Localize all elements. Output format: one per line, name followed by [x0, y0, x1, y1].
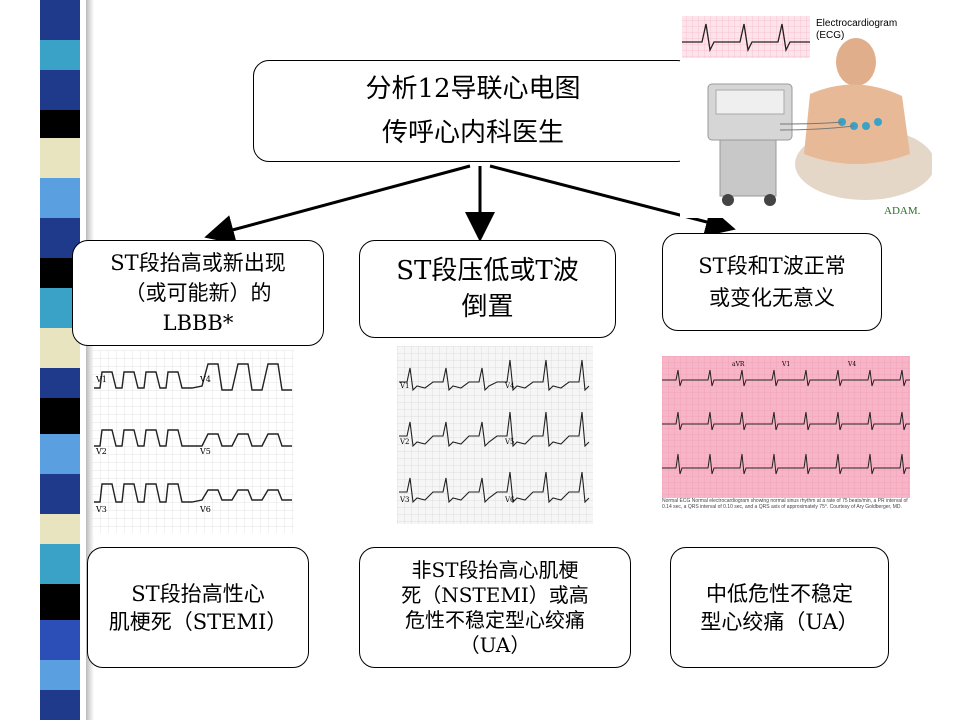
top-box: 分析12导联心电图 传呼心内科医生: [253, 60, 693, 162]
lead-label: V4: [504, 382, 515, 390]
outcome-box-ua: 中低危性不稳定 型心绞痛（UA）: [670, 547, 889, 668]
lead-label: aVR: [732, 361, 745, 368]
arrow-left: [204, 164, 471, 245]
lead-label: V1: [399, 382, 410, 390]
lead-label: V3: [399, 496, 410, 504]
lead-label: V4: [847, 361, 856, 368]
lead-label: V2: [95, 447, 107, 456]
ecg-photo-subtitle: (ECG): [816, 30, 844, 41]
outcome-line: 非ST段抬高心肌梗: [411, 557, 579, 582]
category-box-st-elevation: ST段抬高或新出现 （或可能新）的 LBBB*: [72, 240, 324, 346]
outcome-line: （UA）: [459, 632, 531, 657]
category-line: ST段抬高或新出现: [110, 251, 286, 275]
ecg-photo-title: Electrocardiogram: [816, 18, 897, 29]
outcome-line: ST段抬高性心: [131, 581, 265, 606]
top-box-line2: 传呼心内科医生: [381, 118, 564, 148]
category-box-st-depression: ST段压低或T波 倒置: [359, 240, 616, 338]
category-line: 倒置: [461, 292, 514, 322]
category-line: ST段压低或T波: [396, 256, 579, 286]
lead-label: V5: [199, 447, 211, 456]
outcome-line: 肌梗死（STEMI）: [108, 609, 288, 634]
outcome-box-nstemi: 非ST段抬高心肌梗 死（NSTEMI）或高 危性不稳定型心绞痛 （UA）: [359, 547, 631, 668]
lead-label: V5: [504, 438, 515, 446]
lead-label: V6: [504, 496, 515, 504]
ecg-strip-stemi: V1 V4 V2 V5 V3 V6: [92, 350, 294, 533]
category-line: 或变化无意义: [709, 286, 835, 310]
lead-label: V1: [781, 361, 790, 368]
ecg-strip-nstemi: V1 V4 V2 V5 V3 V6: [397, 346, 593, 524]
outcome-line: 中低危性不稳定: [706, 581, 853, 606]
ecg-strip-normal: aVR V1 V4 Normal ECG Normal electrocardi…: [662, 356, 910, 520]
outcome-line: 死（NSTEMI）或高: [401, 582, 589, 607]
lead-label: V4: [199, 375, 211, 384]
category-line: LBBB*: [162, 311, 234, 335]
lead-label: V6: [199, 505, 211, 514]
lead-label: V2: [399, 438, 410, 446]
lead-label: V3: [95, 505, 107, 514]
normal-ecg-caption: Normal ECG Normal electrocardiogram show…: [662, 498, 908, 510]
category-box-normal: ST段和T波正常 或变化无意义: [662, 233, 882, 331]
top-box-line1: 分析12导联心电图: [365, 74, 581, 104]
outcome-box-stemi: ST段抬高性心 肌梗死（STEMI）: [87, 547, 309, 668]
ecg-patient-photo: Electrocardiogram (ECG) ADAM.: [680, 14, 935, 218]
stripe-shadow: [86, 0, 94, 720]
lead-label: V1: [95, 375, 107, 384]
outcome-line: 危性不稳定型心绞痛: [405, 607, 585, 632]
decorative-stripe: [0, 0, 108, 720]
category-line: ST段和T波正常: [698, 254, 846, 278]
ecg-photo-brand: ADAM.: [884, 205, 921, 217]
outcome-line: 型心绞痛（UA）: [700, 609, 859, 634]
category-line: （或可能新）的: [124, 281, 272, 305]
